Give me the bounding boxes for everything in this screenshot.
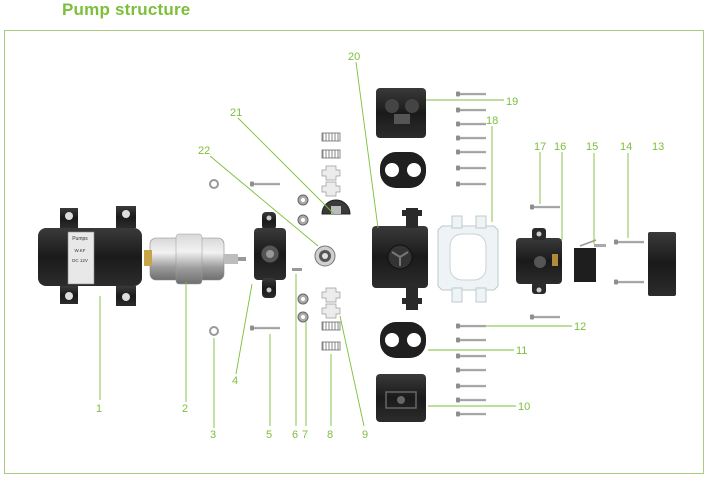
small-pin	[292, 268, 302, 271]
small-screw-lower	[530, 314, 560, 320]
callout-3: 3	[210, 429, 216, 441]
callout-4: 4	[232, 375, 238, 387]
callout-9: 9	[362, 429, 368, 441]
washer-set	[297, 194, 309, 323]
callout-7: 7	[302, 429, 308, 441]
leader-lines	[99, 61, 629, 428]
nut-lower	[209, 326, 219, 336]
callout-8: 8	[327, 429, 333, 441]
callout-numbers: 1 2 3 4 5 6 7 8 9 10 11 12 13 14 15 16 1…	[96, 51, 664, 441]
callout-10: 10	[518, 401, 530, 413]
callout-22: 22	[198, 145, 210, 157]
callout-17: 17	[534, 141, 546, 153]
end-cap	[648, 232, 676, 296]
callout-2: 2	[182, 403, 188, 415]
nut-upper	[209, 179, 219, 189]
small-screw-upper	[530, 204, 560, 210]
diagram-frame	[4, 30, 704, 474]
micro-switch	[574, 239, 606, 282]
long-screw-upper	[250, 181, 280, 187]
callout-14: 14	[620, 141, 632, 153]
screws-lower	[456, 323, 486, 417]
motor-model-label: W.KF	[75, 248, 86, 253]
motor-bracket	[254, 212, 286, 298]
callout-12: 12	[574, 321, 586, 333]
callout-1: 1	[96, 403, 102, 415]
callout-15: 15	[586, 141, 598, 153]
dc-motor	[144, 233, 246, 285]
callout-20: 20	[348, 51, 360, 63]
page-title: Pump structure	[62, 0, 191, 19]
pump-body	[372, 208, 428, 310]
bottom-cover	[376, 374, 426, 422]
spring-1	[321, 132, 341, 142]
screws-upper	[456, 91, 486, 187]
callout-13: 13	[652, 141, 664, 153]
switch-housing	[516, 228, 562, 294]
seal-frame	[437, 215, 499, 303]
callout-16: 16	[554, 141, 566, 153]
gasket-lower	[380, 322, 426, 358]
callout-6: 6	[292, 429, 298, 441]
top-cover	[376, 88, 426, 138]
spring-4	[321, 341, 341, 351]
switch-screw-lower	[614, 279, 644, 285]
spring-2	[321, 149, 341, 159]
callout-11: 11	[516, 345, 527, 357]
long-screw-lower	[250, 325, 280, 331]
piston-set	[321, 165, 341, 319]
callout-19: 19	[506, 96, 518, 108]
motor-voltage-label: DC 12V	[72, 258, 88, 263]
spring-3	[321, 321, 341, 331]
gasket-upper	[380, 152, 426, 188]
eccentric-bearing	[314, 245, 336, 267]
pump-housing: Pumps W.KF DC 12V	[38, 206, 142, 306]
switch-screw-upper	[614, 239, 644, 245]
callout-5: 5	[266, 429, 272, 441]
callout-21: 21	[230, 107, 242, 119]
callout-18: 18	[486, 115, 498, 127]
motor-brand-label: Pumps	[72, 236, 88, 242]
